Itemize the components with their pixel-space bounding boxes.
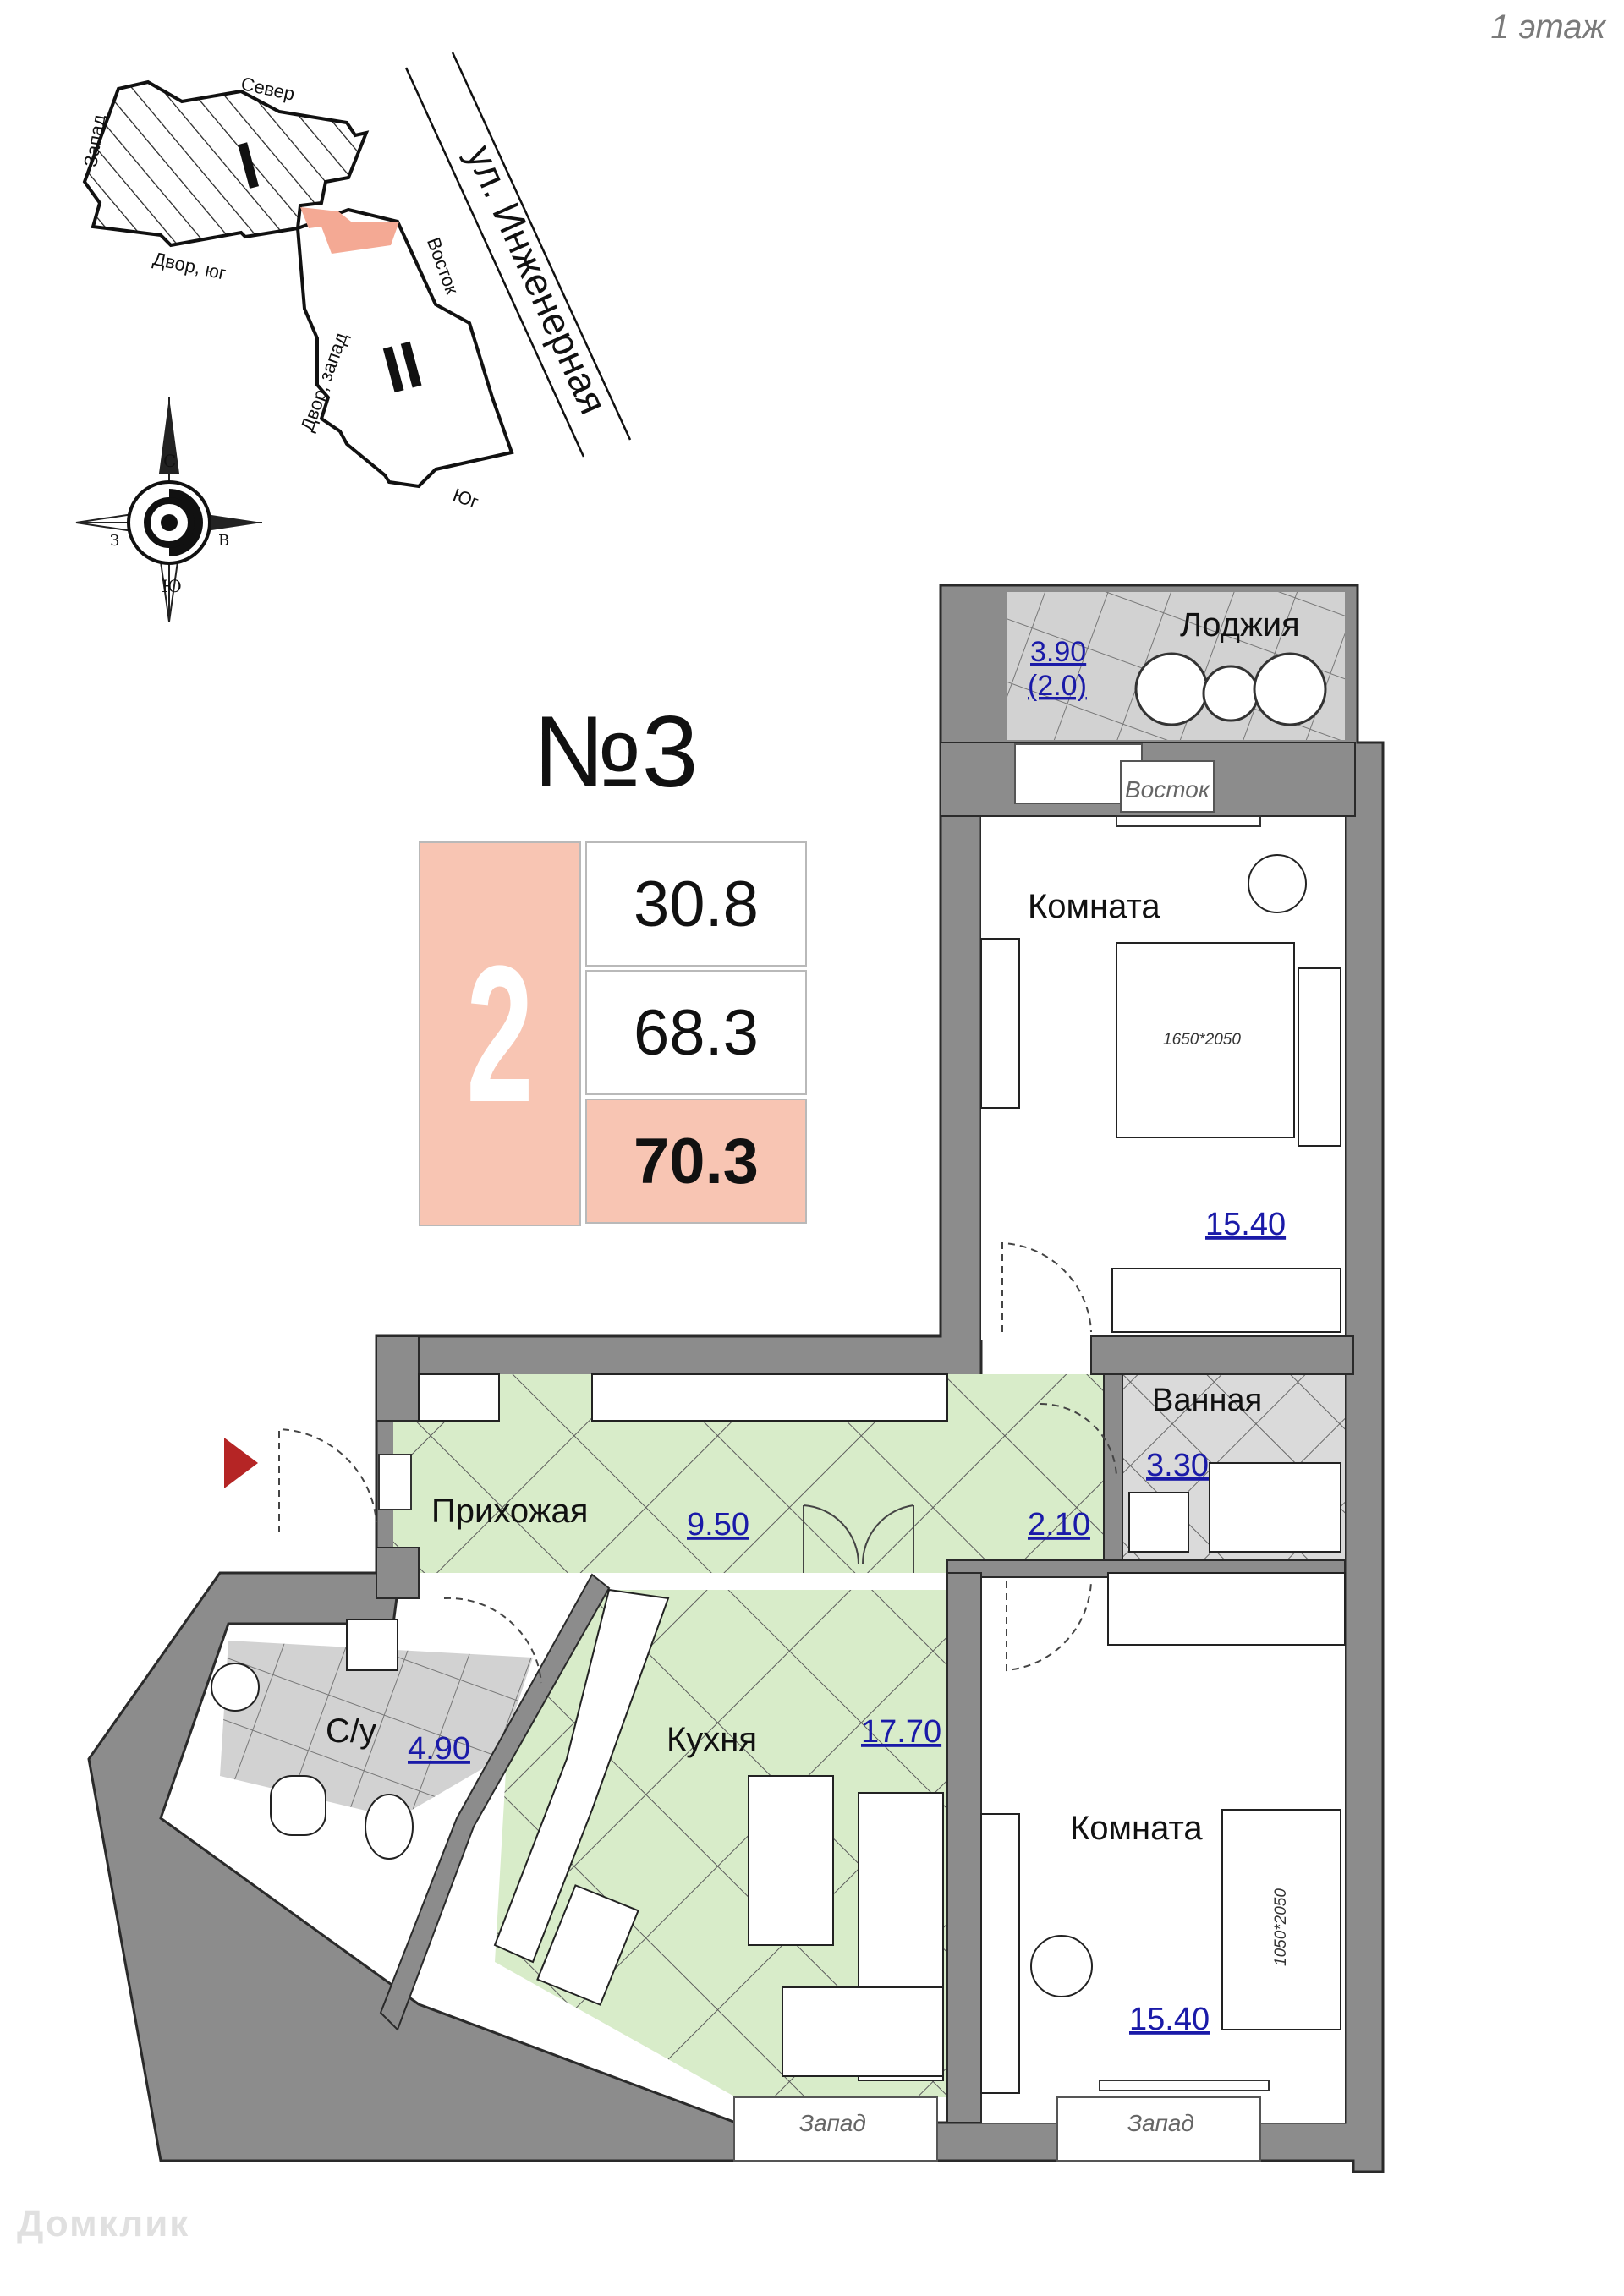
wc-floor xyxy=(220,1641,533,1818)
window-east-label: Восток xyxy=(1125,776,1211,803)
bedroom1-closet xyxy=(1111,1268,1341,1333)
apartment-plan: Восток Запад Запад 1650*2050 xyxy=(87,584,1385,2173)
floor-label: 1 этаж xyxy=(1490,8,1605,46)
loggia-area-reduced: (2.0) xyxy=(1028,670,1087,702)
bed-single xyxy=(1221,1809,1341,2030)
entry-arrow-icon[interactable] xyxy=(224,1438,258,1488)
loggia-chairs xyxy=(1134,652,1327,726)
bed-single-size: 1050*2050 xyxy=(1272,1888,1290,1966)
site-plan: I II Север Запад Восток Двор, юг Двор, з… xyxy=(75,52,632,622)
bedroom1-wardrobe xyxy=(980,938,1020,1109)
total-area-cell: 70.3 xyxy=(585,1099,807,1224)
door-bedroom2[interactable] xyxy=(1006,1581,1092,1672)
bed-double xyxy=(1116,942,1295,1138)
bed-nightstand xyxy=(1298,967,1341,1147)
bathtub xyxy=(1209,1462,1341,1553)
bedroom1-label: Комната xyxy=(1028,888,1160,925)
wc-label: С/у xyxy=(326,1712,376,1750)
door-kitchen[interactable] xyxy=(803,1504,914,1573)
hall-cabinet xyxy=(591,1373,948,1422)
compass-n: С xyxy=(163,451,176,471)
loggia-label: Лоджия xyxy=(1180,606,1300,644)
bedroom2-label: Комната xyxy=(1070,1810,1203,1847)
kitchen-sofa-back xyxy=(782,1986,944,2077)
loggia-area: 3.90 xyxy=(1030,636,1086,668)
wall-hall-west xyxy=(376,1335,420,1422)
bedroom2-area: 15.40 xyxy=(1129,2002,1210,2037)
wc-washer xyxy=(346,1619,398,1671)
bath-sink xyxy=(1128,1492,1189,1553)
hall-area: 9.50 xyxy=(687,1507,749,1543)
wc-boiler xyxy=(211,1663,260,1712)
compass-e: В xyxy=(218,532,229,550)
hall-radiator xyxy=(378,1454,412,1510)
kitchen-stove xyxy=(536,1884,639,2006)
kitchen-area: 17.70 xyxy=(861,1714,941,1750)
entry-door[interactable] xyxy=(278,1427,377,1532)
apartment-highlight xyxy=(300,207,399,254)
wc-toilet xyxy=(365,1794,414,1860)
building-2 xyxy=(295,207,514,489)
compass-center xyxy=(161,514,178,531)
rooms-count-badge: 2 xyxy=(419,841,581,1226)
living-area-cell: 30.8 xyxy=(585,841,807,967)
hall-floor xyxy=(393,1374,1116,1573)
window-east[interactable] xyxy=(1120,760,1215,813)
wall-bed1-south xyxy=(1090,1335,1354,1375)
building-1 xyxy=(82,79,370,248)
compass: С Ю З В xyxy=(75,397,262,622)
apartment-number: №3 xyxy=(533,695,699,808)
bedroom1-chair xyxy=(1248,854,1307,913)
bathroom-area: 3.30 xyxy=(1146,1448,1209,1483)
rooms-count: 2 xyxy=(466,925,534,1143)
side-south: Юг xyxy=(450,484,481,512)
compass-w: З xyxy=(110,532,119,550)
kitchen-table xyxy=(748,1775,834,1946)
kitchen-worktop xyxy=(493,1588,670,1964)
hall-label: Прихожая xyxy=(431,1493,588,1530)
bedroom1-area: 15.40 xyxy=(1205,1207,1286,1242)
kitchen-label: Кухня xyxy=(667,1721,757,1758)
bedroom1-radiator xyxy=(1116,815,1261,827)
street-line-1 xyxy=(404,67,585,458)
hall-panel xyxy=(418,1373,500,1422)
window-kitchen-label: Запад xyxy=(799,2110,866,2136)
side-yard-south: Двор, юг xyxy=(151,248,228,284)
window-room[interactable] xyxy=(1056,2096,1261,2162)
bedroom2-desk xyxy=(980,1813,1020,2094)
wall-bath-west xyxy=(1103,1373,1123,1561)
compass-s: Ю xyxy=(162,576,182,596)
door-wc[interactable] xyxy=(443,1597,542,1684)
wall-hall-west-2 xyxy=(376,1547,420,1599)
door-bedroom1[interactable] xyxy=(1001,1241,1092,1333)
bathroom-label: Ванная xyxy=(1152,1383,1262,1418)
bedroom2-closet xyxy=(1107,1572,1346,1646)
wall-bed2-west xyxy=(946,1572,982,2123)
wc-sink xyxy=(270,1775,326,1836)
street-line-2 xyxy=(451,52,632,441)
wall-kitchen-west xyxy=(379,1573,611,2031)
area-cell: 68.3 xyxy=(585,970,807,1095)
watermark: Домклик xyxy=(17,2203,190,2244)
bed-double-size: 1650*2050 xyxy=(1163,1031,1241,1049)
window-room-label: Запад xyxy=(1127,2110,1194,2136)
door-bathroom[interactable] xyxy=(1040,1402,1117,1477)
wc-area: 4.90 xyxy=(408,1731,470,1767)
window-kitchen[interactable] xyxy=(733,2096,938,2162)
corridor-area: 2.10 xyxy=(1028,1507,1090,1543)
bedroom2-chair xyxy=(1030,1935,1093,1997)
bedroom2-radiator xyxy=(1099,2080,1270,2091)
